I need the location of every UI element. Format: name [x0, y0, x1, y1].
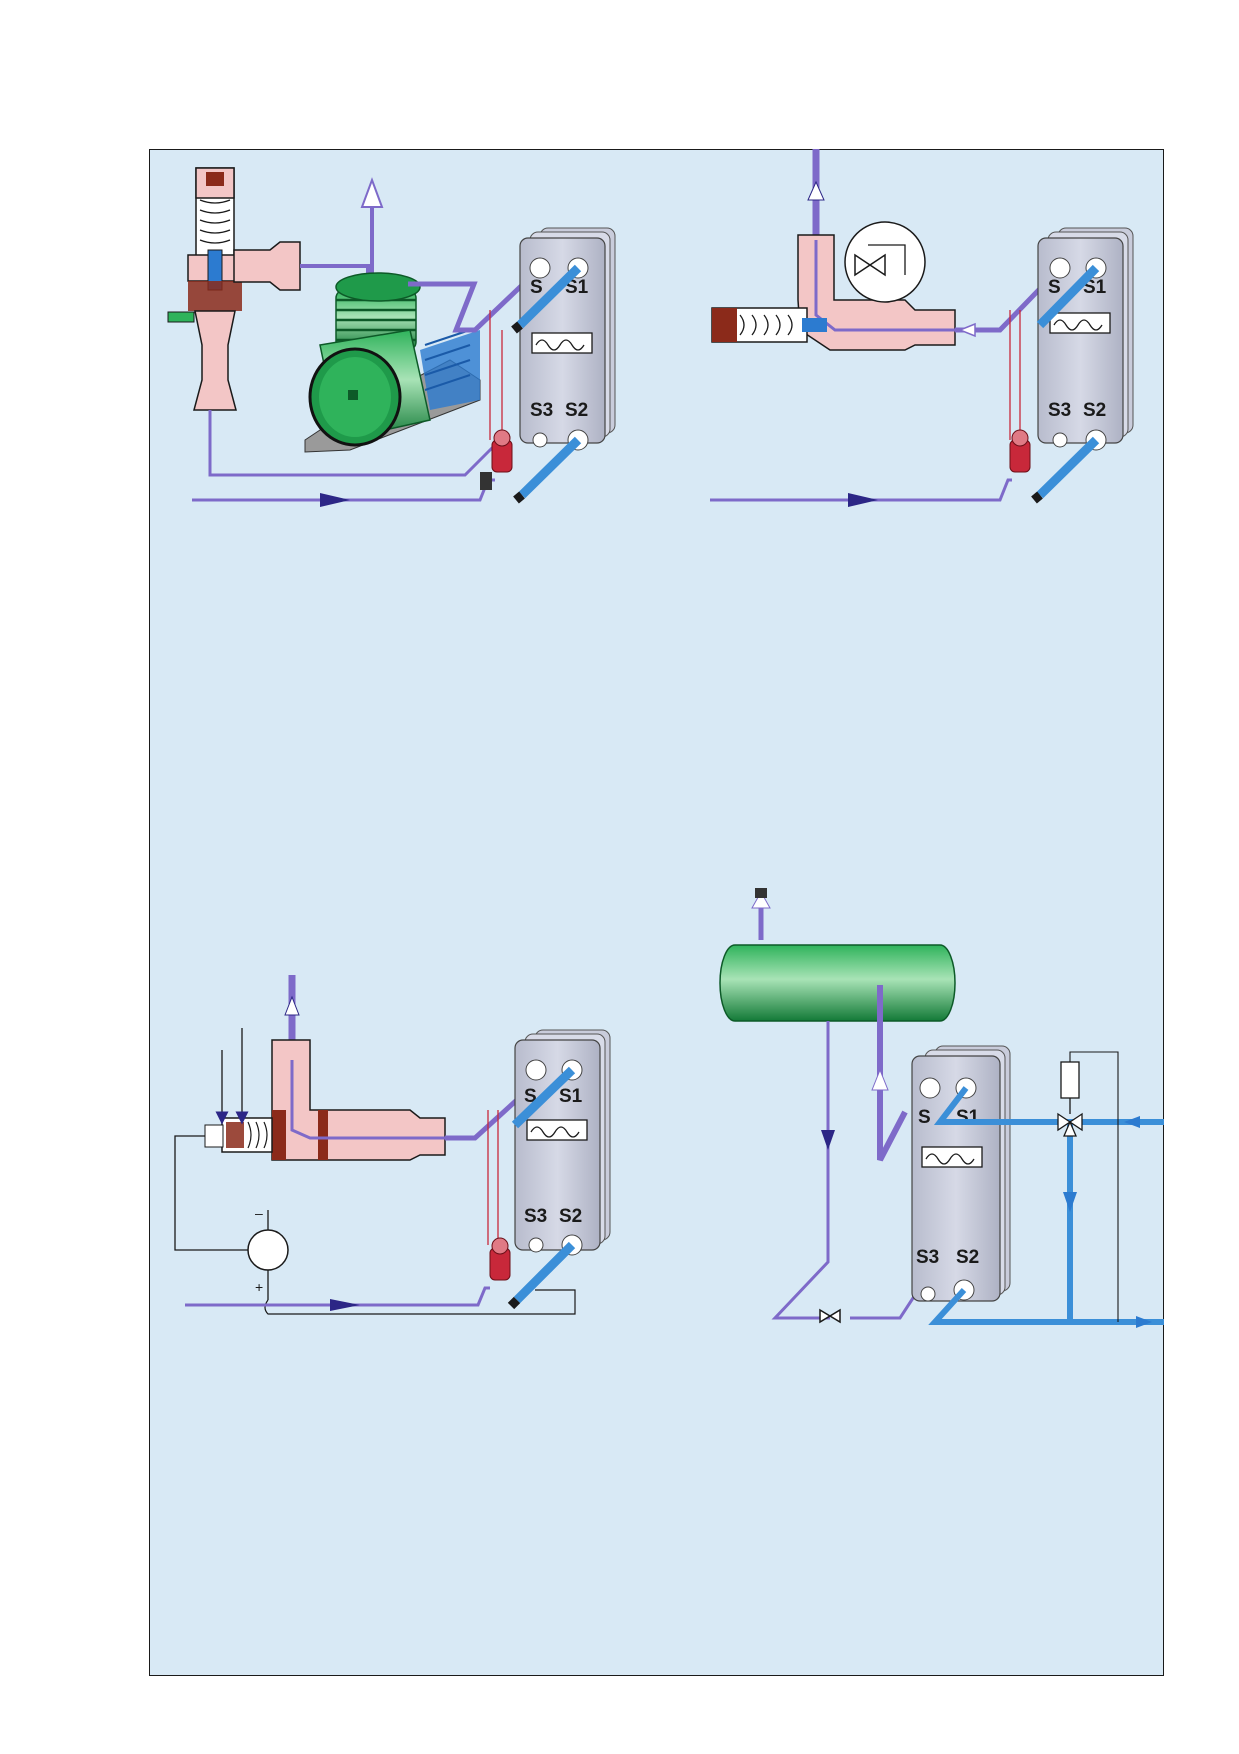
port-label-s1: S1: [1083, 277, 1107, 298]
port-label-s3: S3: [530, 400, 553, 421]
diagram-3: – + S S1 S3 S2: [174, 975, 611, 1315]
manual-valve: [819, 1308, 841, 1324]
port-label-s4: S: [918, 1107, 931, 1128]
port-label-s2: S2: [1083, 400, 1106, 421]
port-label-s4: S: [530, 277, 543, 298]
pilot-valve-symbol: [844, 221, 926, 303]
diagram-4: S S1 S3 S2: [719, 888, 1164, 1328]
port-label-s2: S2: [956, 1247, 979, 1268]
port-label-s3: S3: [524, 1206, 547, 1227]
port-label-s3: S3: [1048, 400, 1071, 421]
plate-heat-exchanger-4: S S1 S3 S2: [911, 1045, 1011, 1302]
receiver-tank: [719, 944, 956, 1022]
compressor: [304, 272, 481, 453]
port-label-s4: S: [1048, 277, 1061, 298]
port-label-s1: S1: [565, 277, 589, 298]
plus-sign: +: [255, 1279, 263, 1295]
bypass-valve-1: [167, 167, 301, 411]
port-label-s2: S2: [559, 1206, 582, 1227]
plate-heat-exchanger-2: S S1 S3 S2: [1009, 227, 1134, 504]
plate-heat-exchanger-1: S S1 S3 S2: [480, 227, 616, 504]
diagram-2: S S1 S3 S2: [710, 149, 1134, 507]
port-label-s1: S1: [559, 1086, 583, 1107]
diagram-1: S S1 S3 S2: [167, 167, 616, 507]
port-label-s2: S2: [565, 400, 588, 421]
minus-sign: –: [255, 1205, 263, 1221]
plate-heat-exchanger-3: S S1 S3 S2: [487, 1029, 611, 1310]
three-way-valve: [1057, 1061, 1083, 1137]
port-label-s3: S3: [916, 1247, 939, 1268]
